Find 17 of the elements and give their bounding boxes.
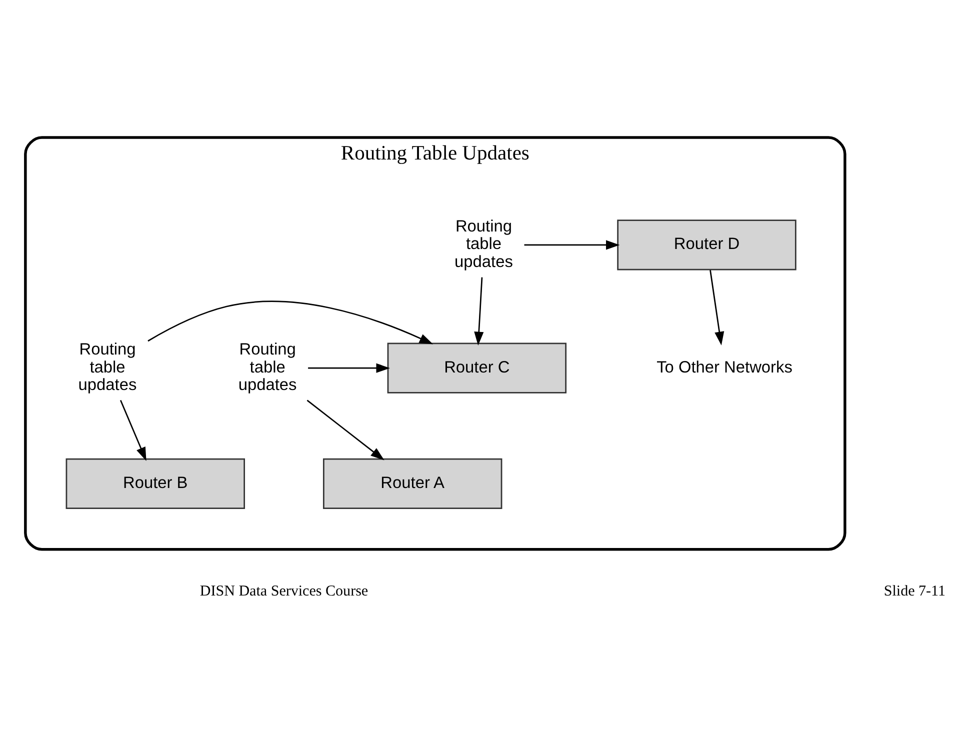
node-text: Routing table updates bbox=[238, 340, 296, 394]
label: Slide 7-11 bbox=[883, 583, 946, 600]
node-box: Router B bbox=[65, 458, 244, 508]
arrow bbox=[147, 300, 433, 344]
node-box: Router D bbox=[616, 219, 796, 270]
arrow bbox=[308, 362, 390, 372]
node-box: Router A bbox=[322, 458, 502, 508]
node-text: Routing table updates bbox=[78, 340, 136, 394]
node-text: Routing table updates bbox=[454, 216, 512, 270]
node-box: Router C bbox=[386, 342, 566, 393]
node-text: To Other Networks bbox=[656, 358, 792, 376]
arrow bbox=[474, 276, 484, 345]
arrow bbox=[306, 399, 384, 460]
arrow bbox=[709, 270, 724, 345]
arrow bbox=[119, 400, 146, 460]
arrow bbox=[524, 240, 620, 250]
label: DISN Data Services Course bbox=[199, 583, 368, 600]
